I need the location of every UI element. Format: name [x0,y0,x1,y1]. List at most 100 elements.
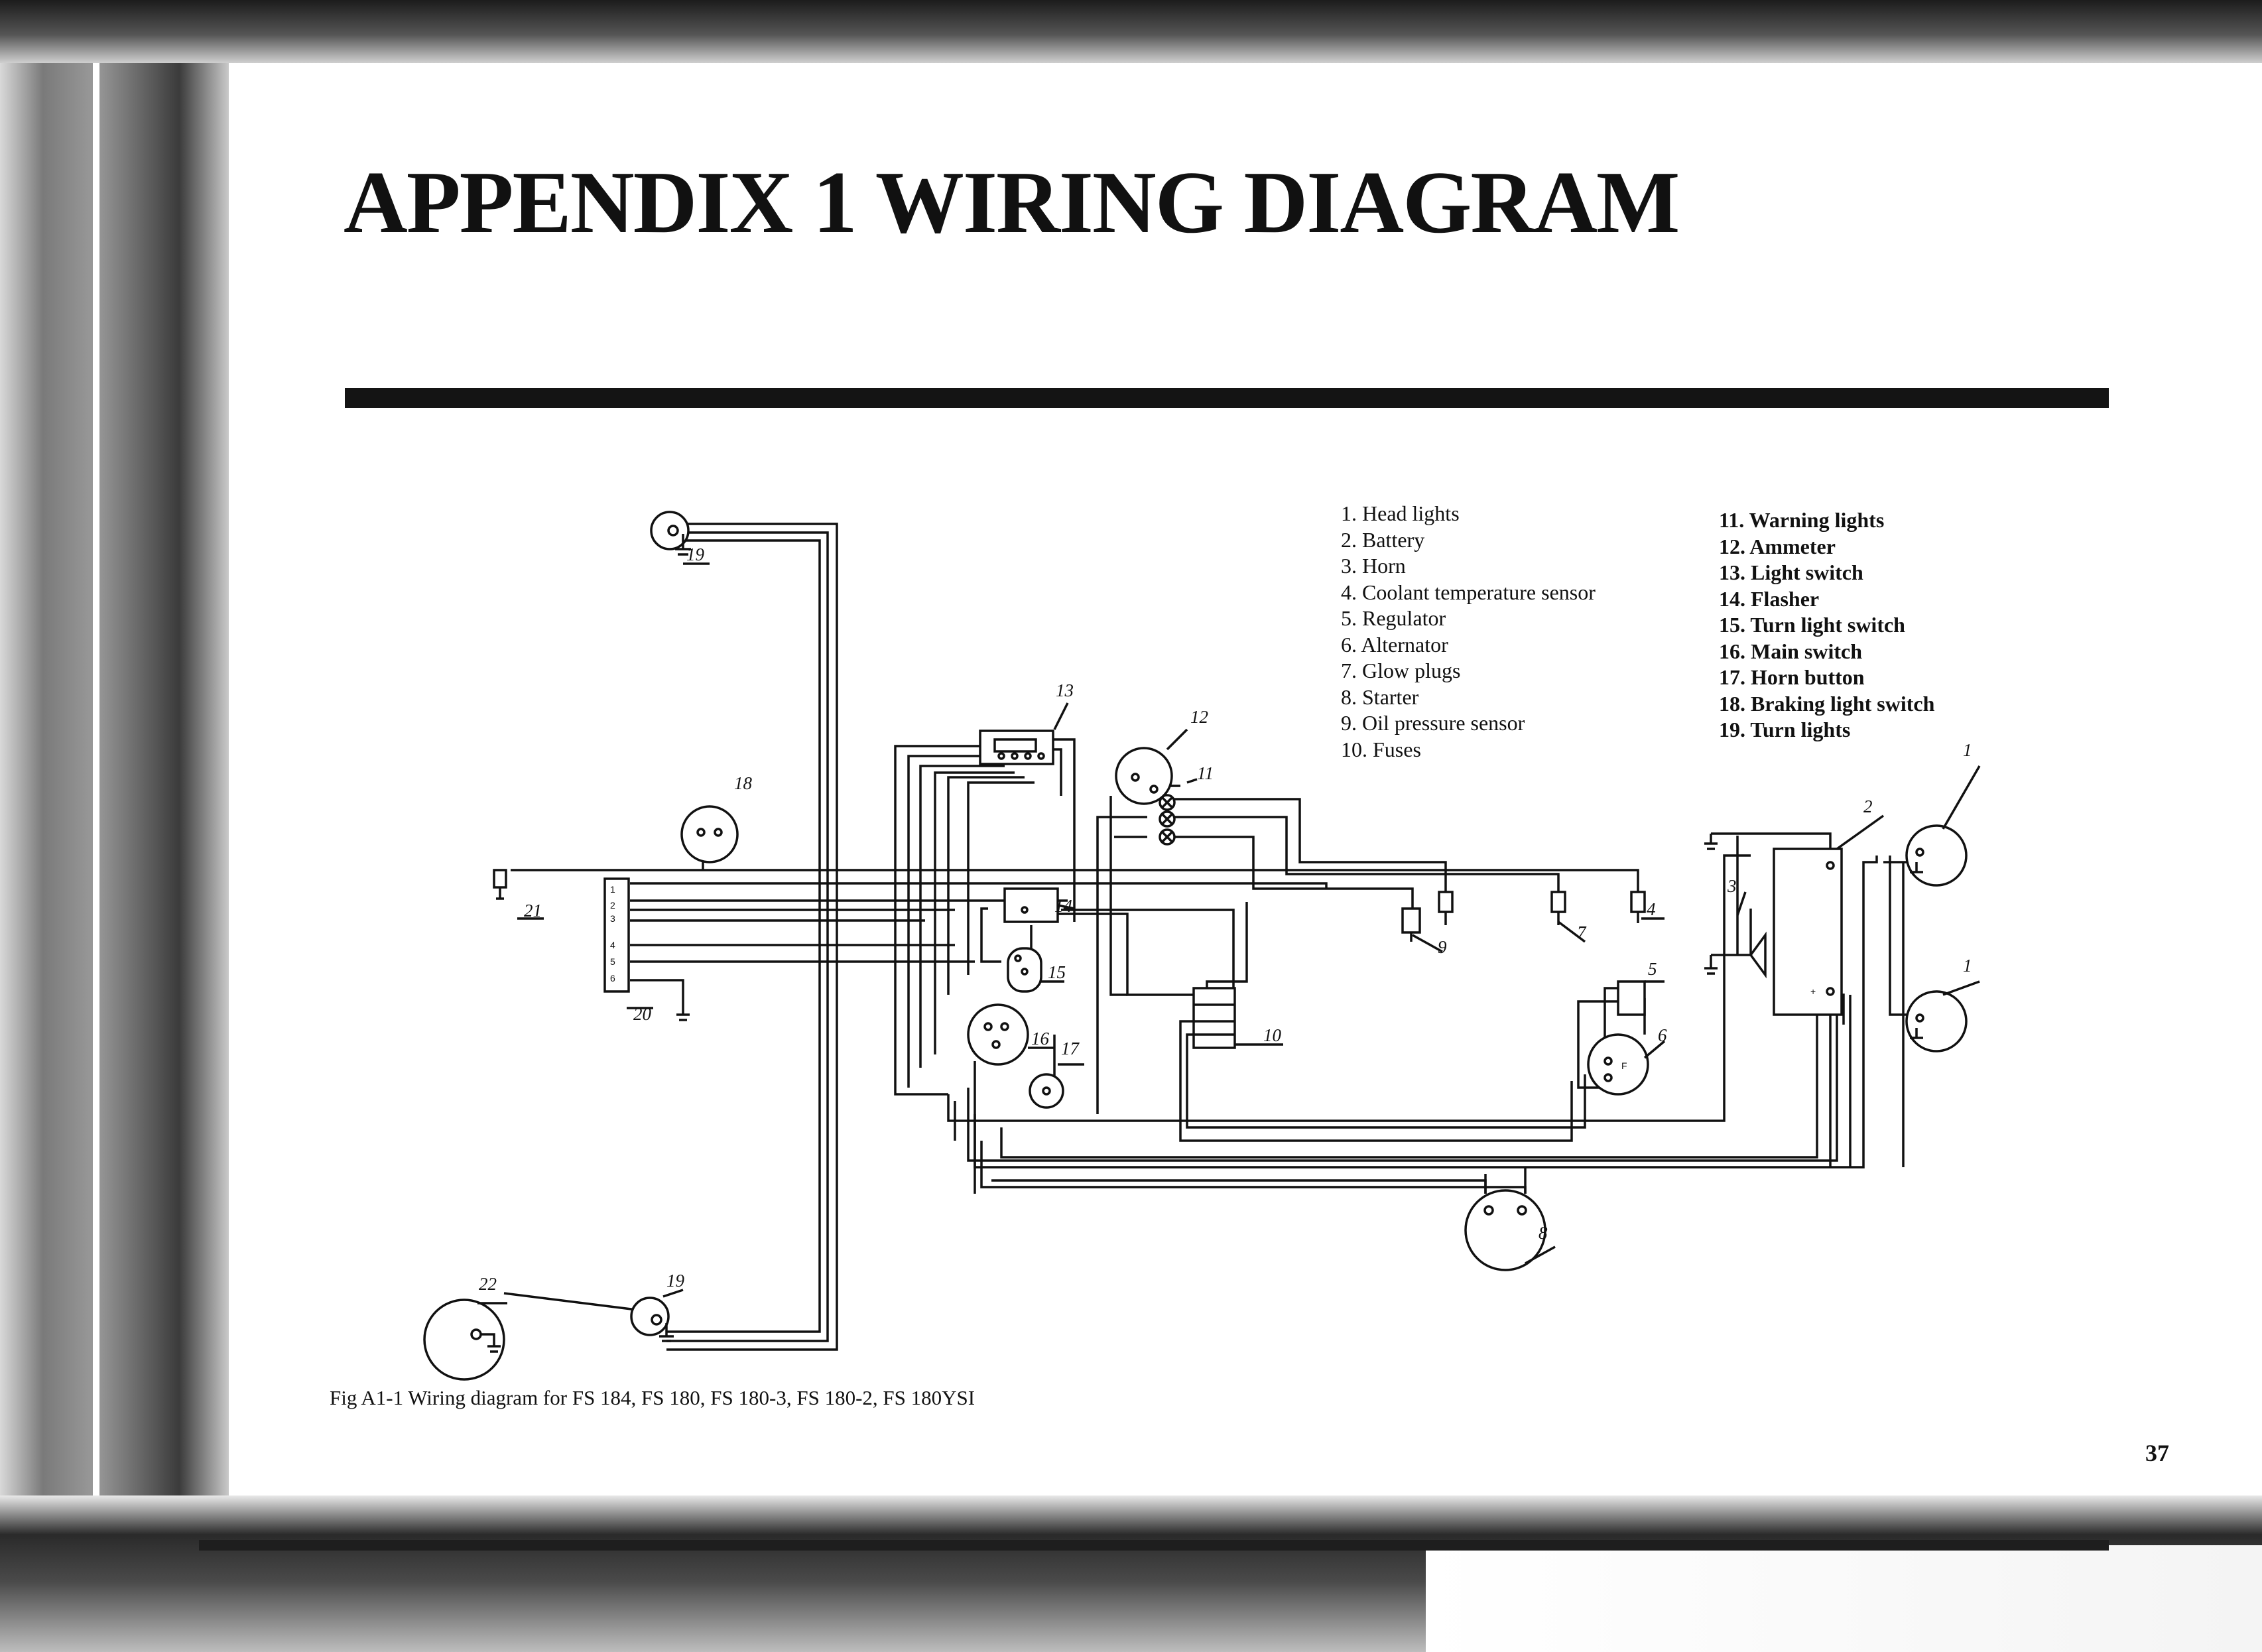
document-page [229,63,2262,1495]
wire [1061,909,1235,995]
legend-item: 14. Flasher [1719,586,1820,611]
label-8: 8 [1539,1223,1548,1243]
label-12: 12 [1190,707,1208,727]
scan-shadow-left [0,0,239,1652]
terminal-label: 6 [610,973,615,984]
glow-plug-icon [1438,891,1454,925]
warning-light-icon [1159,810,1176,828]
label-15: 15 [1048,962,1066,982]
wire [1206,902,1248,995]
scan-highlight [1426,1545,2262,1652]
label-10: 10 [1263,1025,1282,1045]
wire [1167,798,1447,895]
label-1: 1 [1963,740,1972,760]
label-3: 3 [1727,876,1737,896]
label-11: 11 [1197,763,1214,783]
wire [630,979,684,1003]
label-2: 2 [1863,796,1873,816]
label-13: 13 [1056,680,1074,700]
headlight-icon [1905,990,1968,1052]
wires [503,523,1923,1351]
legend-item: 16. Main switch [1719,639,1862,663]
ammeter-icon [1115,747,1173,805]
title-rule [345,388,2109,408]
terminal-label: 2 [610,900,615,911]
legend-item: 15. Turn light switch [1719,613,1905,637]
wire [947,854,1751,1122]
label-9: 9 [1438,937,1447,957]
legend-item: 17. Horn button [1719,665,1865,689]
wire [980,907,1001,963]
wire [934,771,1015,1054]
legend-item: 7. Glow plugs [1341,659,1461,682]
wire [1048,738,1076,922]
label-18: 18 [734,773,753,793]
legend-item: 1. Head lights [1341,501,1460,525]
label-4: 4 [1647,899,1656,919]
legend-item: 18. Braking light switch [1719,691,1935,716]
label-14: 14 [1054,896,1072,916]
light-switch-icon [979,730,1054,765]
wire [919,765,1005,1068]
wire [511,869,1639,892]
battery-icon: + [1704,834,1843,1016]
scan-shadow-top [0,0,2262,63]
wire [630,882,1328,889]
page-bottom-edge [199,1540,2109,1551]
wire [967,781,1035,975]
wire [1096,816,1147,1114]
horn-button-icon [1029,1073,1064,1109]
legend-item: 9. Oil pressure sensor [1341,711,1525,735]
coolant-sensor-icon [1630,891,1646,923]
headlight-icon [1905,824,1968,887]
scan-page-edge [93,13,99,1618]
legend-item: 12. Ammeter [1719,534,1836,558]
alternator-icon: F [1587,1033,1649,1096]
fuse-box-icon [1192,987,1236,1049]
legend-item: 5. Regulator [1341,606,1446,630]
legend-item: 6. Alternator [1341,632,1448,657]
regulator-icon [1617,980,1646,1016]
warning-light-icon [1159,828,1176,846]
terminal-label: 5 [610,956,615,967]
legend-item: 13. Light switch [1719,560,1863,584]
component-labels: 19 19 22 18 21 20 13 12 11 14 15 16 17 1… [477,544,1981,1304]
braking-switch-icon [680,805,739,863]
oil-sensor-icon [1401,907,1421,942]
legend-item: 11. Warning lights [1719,508,1885,532]
wire [1577,1000,1631,1089]
page-number: 37 [2145,1440,2169,1466]
main-switch-icon [967,1003,1029,1066]
wire [947,776,1025,995]
horn-icon [1704,931,1767,979]
flasher-icon [1003,887,1059,923]
turn-switch-icon [1007,947,1042,993]
components: 1 2 3 4 5 6 [423,511,1968,1381]
label-17: 17 [1061,1039,1080,1058]
label-16: 16 [1031,1029,1050,1048]
wire [1186,1033,1586,1129]
terminal-label: 4 [610,940,615,950]
wire [666,539,821,1333]
legend-item: 10. Fuses [1341,737,1421,761]
sensor-icon [493,869,507,900]
page-title: APPENDIX 1 WIRING DIAGRAM [344,153,1680,251]
label-22: 22 [479,1274,497,1294]
wire [1167,816,1560,892]
label-7: 7 [1577,922,1587,942]
wire [1167,836,1414,909]
label-6: 6 [1658,1025,1667,1045]
wire [894,745,991,1096]
label-19: 19 [686,544,705,564]
wire [1109,796,1127,996]
label-1: 1 [1963,956,1972,976]
wire [1058,913,1207,996]
glow-plug-icon [1550,891,1566,925]
terminal-label: + [1810,986,1816,997]
wire [907,755,998,1088]
wire [1179,1020,1573,1142]
label-21: 21 [524,901,542,921]
terminal-label: 3 [610,913,615,924]
warning-light-icon [1159,794,1176,811]
